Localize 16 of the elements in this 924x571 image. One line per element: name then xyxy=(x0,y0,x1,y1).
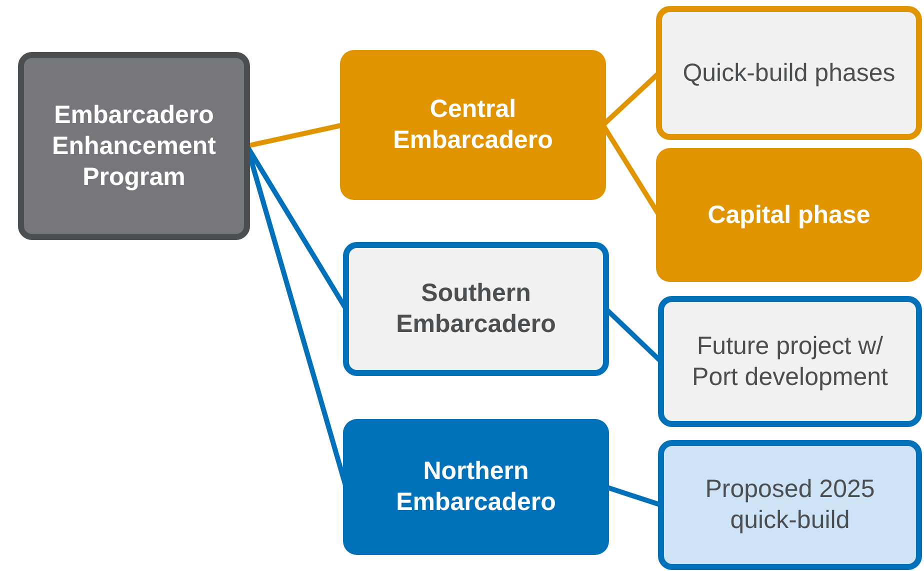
area-box xyxy=(340,50,606,200)
node-label: Embarcadero Enhancement Program xyxy=(51,100,217,192)
node-label: Capital phase xyxy=(708,200,870,230)
phase-box xyxy=(656,6,922,140)
phase-box xyxy=(658,296,922,427)
program-box xyxy=(18,52,250,240)
node-label: Southern Embarcadero xyxy=(395,278,557,340)
node-label: Proposed 2025 quick-build xyxy=(704,474,876,536)
node-label: Northern Embarcadero xyxy=(395,456,557,518)
node-label: Future project w/ Port development xyxy=(691,330,889,392)
node-label: Central Embarcadero xyxy=(392,94,554,156)
phase-box xyxy=(658,440,922,570)
area-box xyxy=(343,419,609,555)
node-label: Quick-build phases xyxy=(682,58,896,88)
phase-box xyxy=(656,148,922,282)
area-box xyxy=(343,242,609,376)
